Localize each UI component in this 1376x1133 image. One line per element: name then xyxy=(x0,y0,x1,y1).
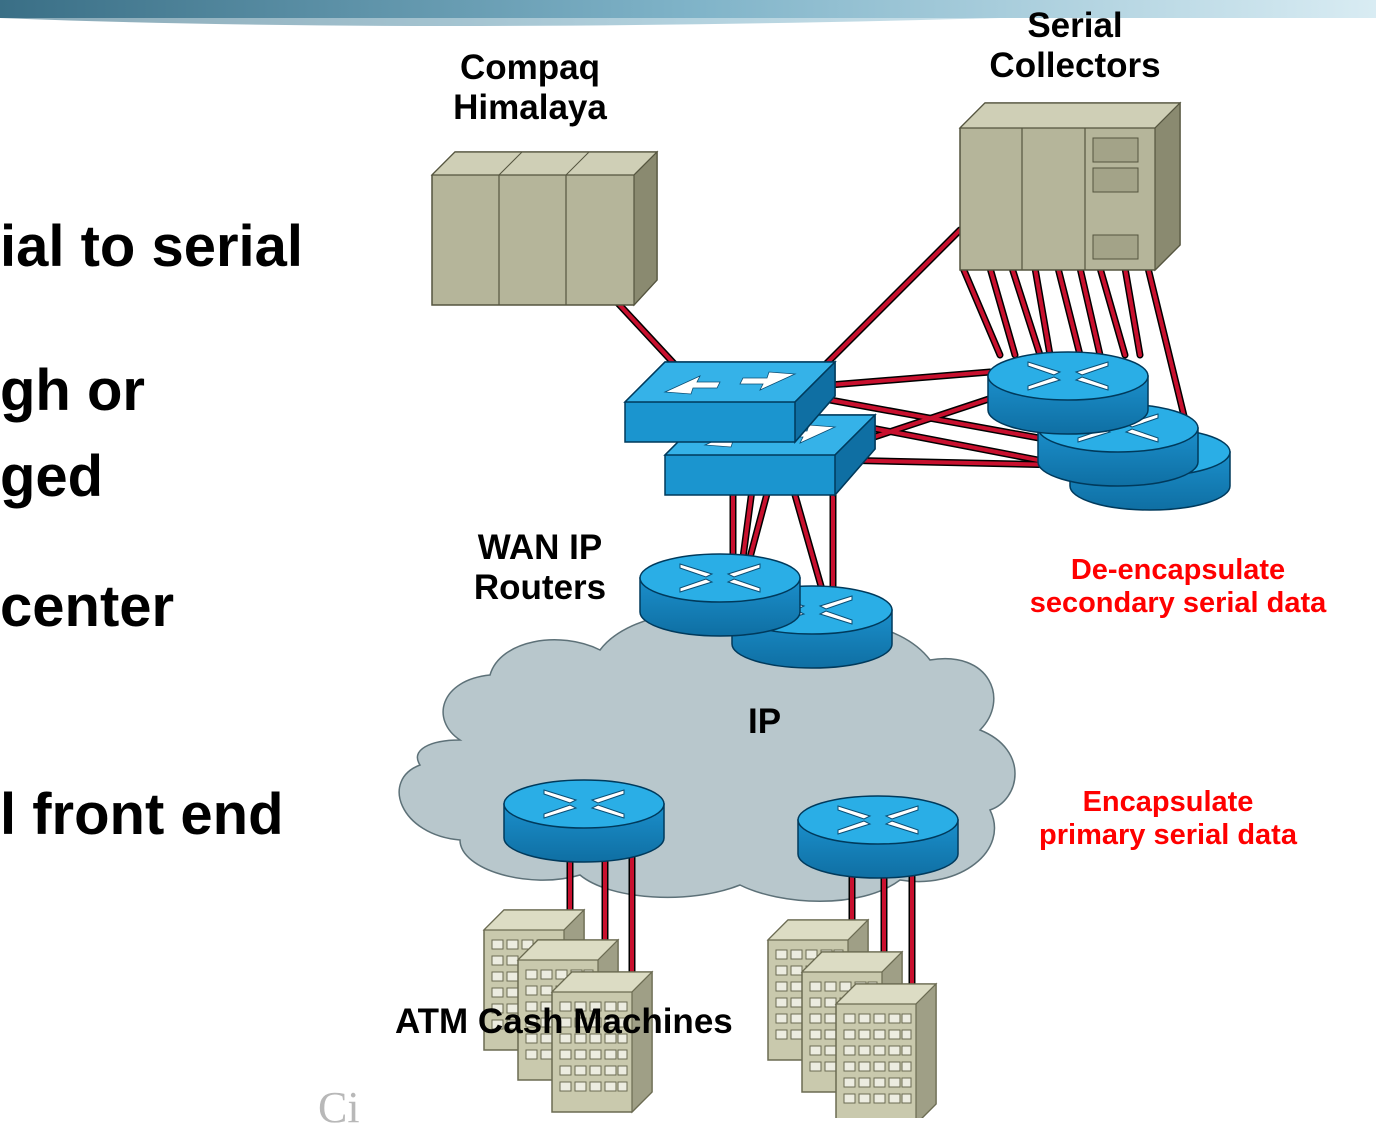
de-encapsulate-label: De-encapsulate secondary serial data xyxy=(980,554,1376,621)
encapsulate-label: Encapsulate primary serial data xyxy=(990,786,1346,853)
secondary-router-stack xyxy=(987,351,1231,511)
bullet-text-4: l front end xyxy=(0,782,284,847)
serial-collectors-label-line1: Serial xyxy=(1027,6,1123,45)
compaq-label-line1: Compaq xyxy=(460,48,600,87)
serial-collectors-label-line2: Collectors xyxy=(989,46,1161,86)
bullet-text-2b: ged xyxy=(0,444,104,509)
bullet-text-3: center xyxy=(0,574,175,639)
wan-ip-routers-label: WAN IP Routers xyxy=(445,528,635,609)
compaq-himalaya-icon xyxy=(430,150,659,307)
bullet-text-1: ial to serial xyxy=(0,214,304,279)
de-encapsulate-line1: De-encapsulate xyxy=(1070,554,1286,586)
router-icon xyxy=(639,553,801,637)
compaq-label-line2: Himalaya xyxy=(453,88,607,128)
switch-icon xyxy=(624,361,836,443)
atm-cash-machines-label: ATM Cash Machines xyxy=(395,1002,733,1041)
wan-ip-label-line1: WAN IP xyxy=(477,528,603,567)
serial-collectors-label: Serial Collectors xyxy=(960,6,1190,87)
bullet-text-2a: gh or xyxy=(0,358,145,423)
compaq-himalaya-label: Compaq Himalaya xyxy=(430,48,630,129)
branch-router-left-icon xyxy=(503,779,665,863)
serial-collectors-icon xyxy=(958,101,1182,272)
encapsulate-line2: primary serial data xyxy=(1039,819,1297,852)
watermark-text: Ci xyxy=(318,1083,360,1132)
de-encapsulate-line2: secondary serial data xyxy=(1029,587,1327,620)
ip-cloud-label: IP xyxy=(748,702,782,741)
branch-router-right-icon xyxy=(797,795,959,879)
building-icon xyxy=(835,983,937,1125)
wan-ip-label-line2: Routers xyxy=(473,568,607,608)
router-icon xyxy=(987,351,1149,435)
encapsulate-line1: Encapsulate xyxy=(1082,786,1254,818)
